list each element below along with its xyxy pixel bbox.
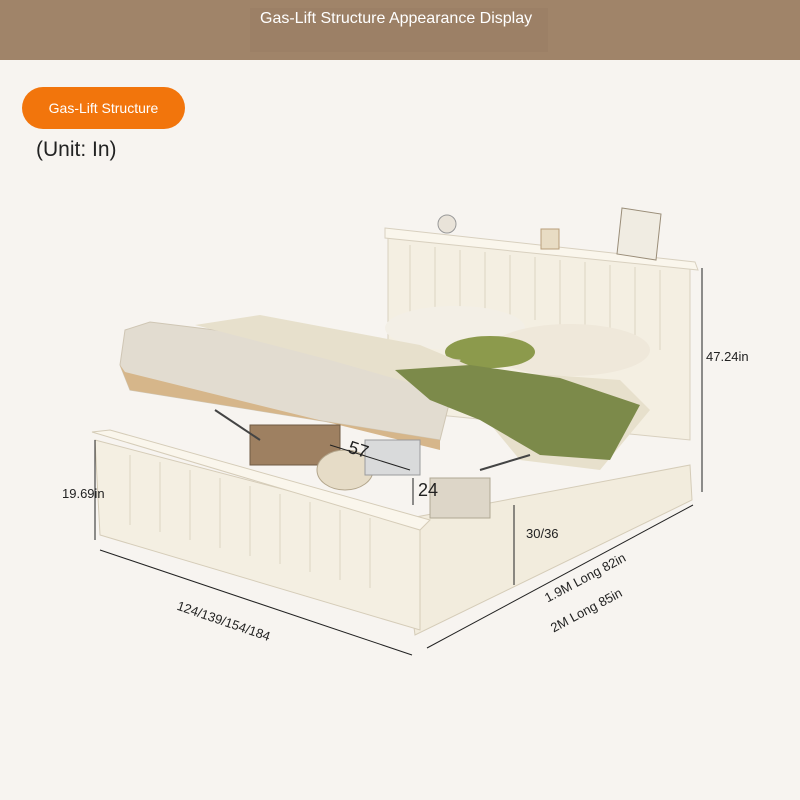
side-height-label: 30/36 [526, 526, 559, 541]
storage-depth-label: 24 [418, 480, 439, 500]
shelf-decor [437, 207, 662, 261]
footboard-height-label: 19.69in [62, 486, 105, 501]
header-bar: Gas-Lift Structure Appearance Display [0, 0, 800, 60]
gas-lift-badge: Gas-Lift Structure [22, 87, 185, 129]
blanket [195, 315, 650, 470]
header-title: Gas-Lift Structure Appearance Display [250, 8, 548, 52]
dimension-lines [94, 268, 703, 656]
unit-label: (Unit: In) [36, 138, 117, 161]
headboard-height-label: 47.24in [706, 349, 749, 364]
storage-contents [214, 409, 531, 519]
pillows [385, 306, 650, 376]
